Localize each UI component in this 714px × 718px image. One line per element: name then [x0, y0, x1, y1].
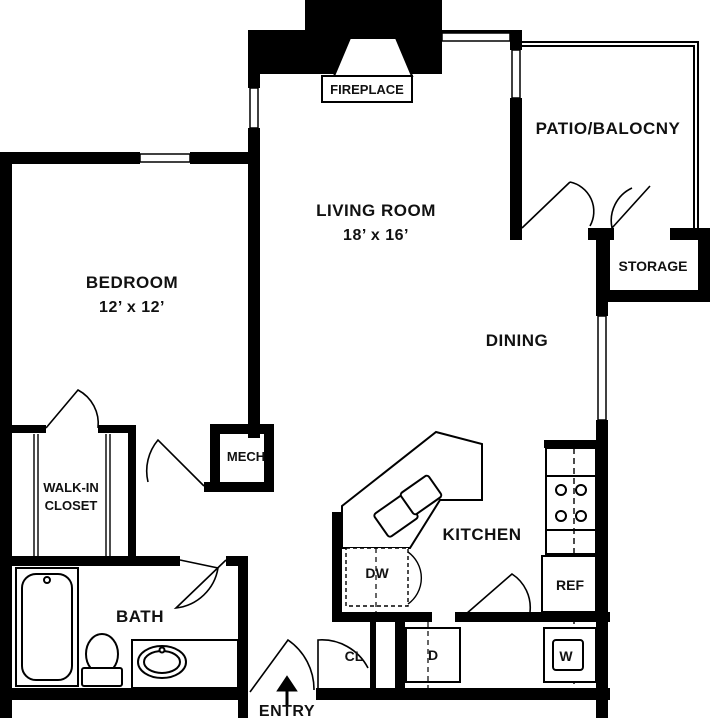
- mech-label: MECH: [227, 449, 265, 464]
- range-icon: [545, 475, 597, 531]
- washer-label: W: [559, 648, 573, 664]
- fireplace-icon: [321, 37, 414, 103]
- windows: [139, 32, 607, 421]
- entry-arrow-icon: [276, 675, 298, 706]
- fireplace-label: FIREPLACE: [330, 82, 404, 97]
- kitchen-label: KITCHEN: [442, 525, 521, 544]
- refrigerator-icon: [541, 555, 597, 613]
- dryer-icon: [405, 627, 461, 683]
- washer-icon: [543, 627, 597, 683]
- kitchen-right-counter: [545, 447, 597, 555]
- dishwasher-icon: [345, 547, 422, 612]
- dining-label: DINING: [486, 331, 549, 350]
- entry-label: ENTRY: [259, 703, 315, 718]
- bedroom-size: 12’ x 12’: [99, 299, 165, 316]
- cl-label: CL: [345, 648, 364, 664]
- closet-rods: [33, 434, 111, 556]
- doors: [45, 181, 651, 693]
- living-room-size: 18’ x 16’: [343, 227, 409, 244]
- closet-label-line2: CLOSET: [45, 498, 98, 513]
- closet-label-line1: WALK-IN: [43, 480, 99, 495]
- vanity-sink-icon: [131, 639, 239, 689]
- patio-label: PATIO/BALOCNY: [536, 119, 681, 138]
- refrigerator-label: REF: [556, 577, 584, 593]
- dishwasher-label: DW: [365, 565, 389, 581]
- bathtub-icon: [15, 567, 79, 687]
- bath-label: BATH: [116, 607, 164, 626]
- living-room-label: LIVING ROOM: [316, 201, 436, 220]
- bedroom-label: BEDROOM: [86, 273, 178, 292]
- storage-label: STORAGE: [619, 258, 688, 274]
- toilet-icon: [81, 633, 123, 687]
- dryer-label: D: [428, 647, 438, 663]
- patio-railing: [518, 41, 699, 230]
